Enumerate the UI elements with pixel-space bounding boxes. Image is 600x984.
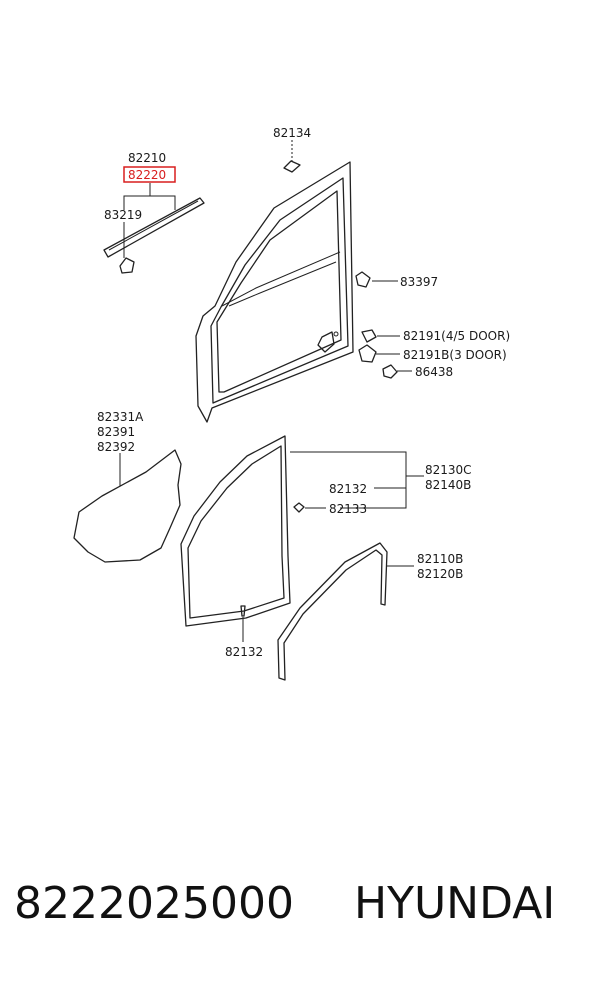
label-82392: 82392	[97, 440, 135, 454]
footer-part-number: 8222025000	[14, 878, 294, 929]
footer-brand: HYUNDAI	[354, 878, 556, 929]
label-82191b: 82191B(3 DOOR)	[403, 348, 507, 362]
label-82130c: 82130C	[425, 463, 472, 477]
part-82191b-bumper	[358, 344, 400, 363]
label-82133: 82133	[329, 502, 367, 516]
part-82220-outer-weatherstrip	[103, 183, 205, 274]
label-82331a: 82331A	[97, 410, 144, 424]
label-82391: 82391	[97, 425, 135, 439]
label-82210: 82210	[128, 151, 166, 165]
highlight-box-82220	[123, 166, 176, 183]
part-82130c-door-seal	[180, 435, 424, 627]
label-82220-highlighted: 82220	[128, 168, 166, 182]
label-82120b: 82120B	[417, 567, 463, 581]
part-82134-clip	[283, 140, 301, 173]
label-82140b: 82140B	[425, 478, 471, 492]
part-82132-fastener-top	[293, 502, 326, 513]
label-82191: 82191(4/5 DOOR)	[403, 329, 510, 343]
footer-caption: 8222025000 HYUNDAI	[0, 878, 600, 948]
exploded-parts-diagram: 82134 82210 82220 83219 83397 82191(4/5 …	[73, 126, 510, 681]
label-83397: 83397	[400, 275, 438, 289]
label-82132-top: 82132	[329, 482, 367, 496]
label-86438: 86438	[415, 365, 453, 379]
part-83397-plug	[355, 271, 398, 288]
part-82191-bumper	[361, 329, 400, 343]
part-82132-fastener-bottom	[240, 605, 246, 642]
part-82331a-trim-sheet	[73, 449, 182, 563]
part-86438-clip	[382, 364, 412, 379]
label-82134: 82134	[273, 126, 311, 140]
door-panel	[195, 161, 354, 423]
label-82110b: 82110B	[417, 552, 463, 566]
part-82110b-outer-weatherstrip	[277, 542, 414, 681]
label-83219: 83219	[104, 208, 142, 222]
label-82132-bottom: 82132	[225, 645, 263, 659]
